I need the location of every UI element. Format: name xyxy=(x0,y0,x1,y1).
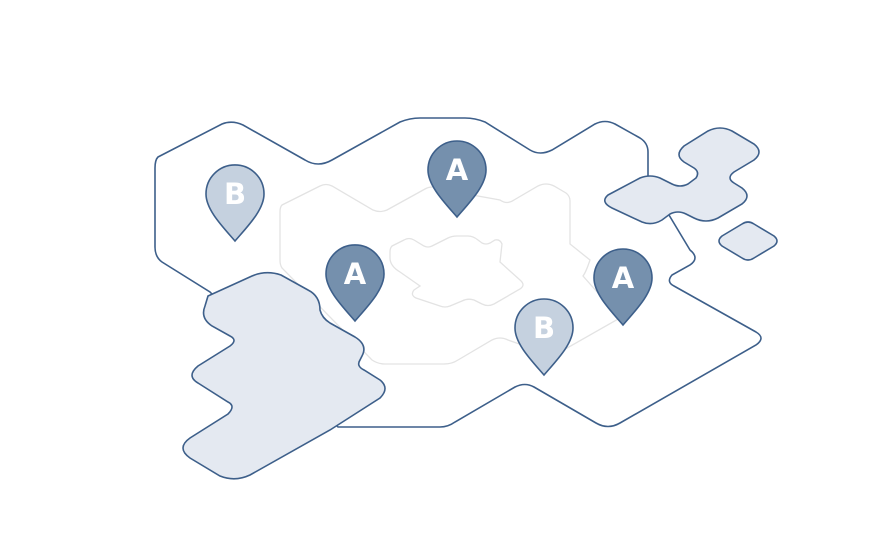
map-pin-icon xyxy=(325,244,385,323)
map-pin-b[interactable]: B xyxy=(514,298,574,377)
inner-contour-core xyxy=(389,235,524,308)
map-pin-b[interactable]: B xyxy=(205,164,265,243)
lake-southwest xyxy=(182,271,386,480)
map-pin-icon xyxy=(593,248,653,327)
map-pin-label: B xyxy=(533,311,555,345)
map-pin-a[interactable]: A xyxy=(427,140,487,219)
markers-layer: A A A B B xyxy=(205,140,653,377)
lake-northeast xyxy=(604,127,760,225)
map-pin-label: A xyxy=(446,153,469,187)
map-pin-label: A xyxy=(612,261,635,295)
inner-contour-outer xyxy=(279,183,622,365)
map-pin-icon xyxy=(427,140,487,219)
lake-east-small xyxy=(718,221,778,261)
map-pin-icon xyxy=(205,164,265,243)
map-pin-a[interactable]: A xyxy=(593,248,653,327)
map-pin-a[interactable]: A xyxy=(325,244,385,323)
map-pin-label: A xyxy=(344,257,367,291)
map-pin-icon xyxy=(514,298,574,377)
map-pin-label: B xyxy=(224,177,246,211)
